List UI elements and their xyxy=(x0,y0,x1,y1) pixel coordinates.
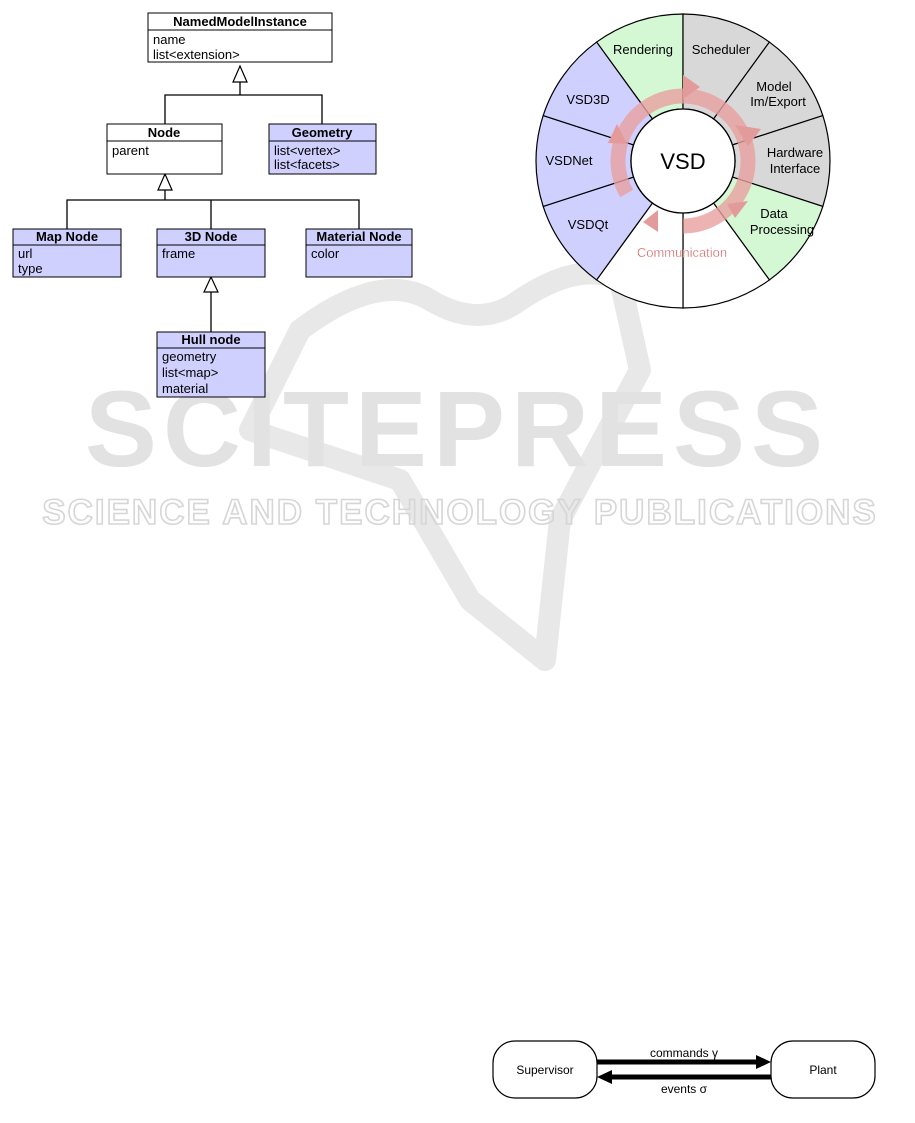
class-attr: list<facets> xyxy=(274,157,340,172)
segment-label-vsdnet: VSDNet xyxy=(546,153,593,168)
class-attr: url xyxy=(18,246,33,261)
segment-label-vsd3d: VSD3D xyxy=(566,92,609,107)
class-attr: name xyxy=(153,32,186,47)
class-title: Material Node xyxy=(316,229,401,244)
watermark-sub: SCIENCE AND TECHNOLOGY PUBLICATIONS xyxy=(42,493,878,532)
class-title: NamedModelInstance xyxy=(173,14,307,29)
supervisor-box xyxy=(492,1040,598,1099)
class-box xyxy=(305,228,413,278)
center-label: VSD xyxy=(660,149,705,174)
ring-arrowhead xyxy=(735,125,761,146)
class-attr: list<vertex> xyxy=(274,143,340,158)
class-attr: list<extension> xyxy=(153,47,240,62)
class-materialnode: Material Node color xyxy=(305,228,413,278)
inheritance-arrows xyxy=(157,64,248,293)
class-attr: material xyxy=(162,381,208,396)
arrowhead-3dnode xyxy=(203,275,219,293)
class-title: Geometry xyxy=(292,125,353,140)
segment-label-vsdqt: VSDQt xyxy=(568,217,609,232)
inheritance-edges xyxy=(66,82,360,332)
class-attr: frame xyxy=(162,246,195,261)
class-attr: type xyxy=(18,261,43,276)
class-box xyxy=(156,331,266,398)
class-namedmodelinstance: NamedModelInstance name list<extension> xyxy=(147,12,333,63)
segment-label-scheduler: Scheduler xyxy=(692,42,751,57)
supervisor-label: Supervisor xyxy=(516,1063,573,1077)
plant-label: Plant xyxy=(809,1063,837,1077)
center-circle xyxy=(630,108,736,214)
watermark: SCITEPRESS SCIENCE AND TECHNOLOGY PUBLIC… xyxy=(41,262,878,671)
commands-arrowhead xyxy=(756,1055,771,1069)
class-box xyxy=(147,12,333,63)
class-attr: color xyxy=(311,246,340,261)
class-box xyxy=(268,123,377,175)
class-3dnode: 3D Node frame xyxy=(156,228,266,278)
ring-arrowhead xyxy=(683,75,700,99)
class-attr: list<map> xyxy=(162,365,218,380)
class-title: 3D Node xyxy=(185,229,238,244)
ring-arrowhead xyxy=(643,210,658,232)
class-mapnode: Map Node url type xyxy=(12,228,122,278)
class-box xyxy=(12,228,122,278)
class-title: Map Node xyxy=(36,229,98,244)
class-attr: geometry xyxy=(162,349,217,364)
class-attr: parent xyxy=(112,143,149,158)
ring-arrowhead xyxy=(727,201,748,218)
class-box xyxy=(106,123,223,175)
supervisor-plant-diagram: Supervisor Plant commands γ events σ xyxy=(492,1040,876,1099)
class-title: Node xyxy=(148,125,181,140)
commands-label: commands γ xyxy=(650,1046,718,1060)
class-hullnode: Hull node geometry list<map> material xyxy=(156,331,266,398)
uml-class-diagram: NamedModelInstance name list<extension> … xyxy=(12,12,413,398)
plant-box xyxy=(770,1040,876,1099)
edge-children-to-node xyxy=(66,190,360,229)
ring-arrowhead xyxy=(608,124,627,144)
edge-node-geometry-to-named xyxy=(164,82,323,124)
arrowhead-node xyxy=(157,172,173,191)
events-arrowhead xyxy=(597,1070,612,1084)
class-box xyxy=(156,228,266,278)
ring-label: Communication xyxy=(637,245,727,260)
events-label: events σ xyxy=(661,1082,708,1096)
segment-label-rendering: Rendering xyxy=(613,42,673,57)
class-title: Hull node xyxy=(181,332,240,347)
class-geometry: Geometry list<vertex> list<facets> xyxy=(268,123,377,175)
class-node: Node parent xyxy=(106,123,223,175)
arrowhead-named xyxy=(232,64,248,83)
